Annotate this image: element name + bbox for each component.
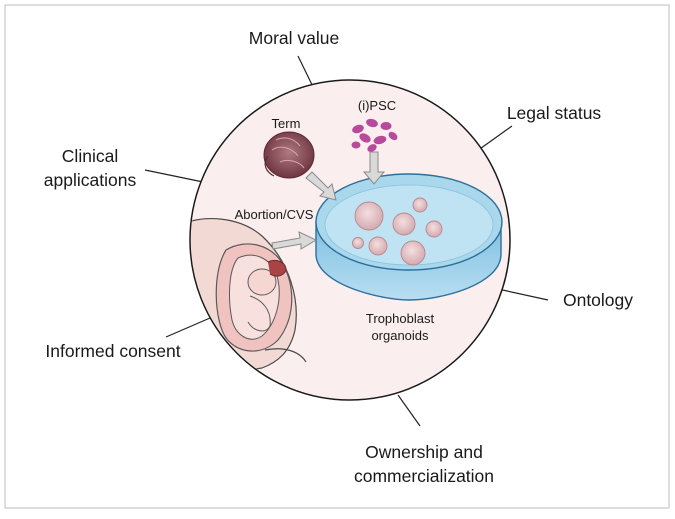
label-ownership-line2: commercialization xyxy=(354,466,494,486)
clinical-applications-connector xyxy=(144,169,209,184)
ipsc-cells xyxy=(351,118,398,152)
ontology-connector xyxy=(497,288,549,301)
organoid xyxy=(352,237,364,249)
label-trophoblast: Trophoblast xyxy=(366,311,435,326)
source-arrows xyxy=(271,151,386,250)
trophoblast-organoids-cluster xyxy=(352,197,443,266)
informed-consent-connector xyxy=(165,317,211,338)
label-organoids: organoids xyxy=(371,328,429,343)
ipsc-arrow xyxy=(362,151,386,185)
term-placenta-image xyxy=(263,131,315,179)
pregnant-woman-illustration xyxy=(191,218,307,381)
term-arrow xyxy=(305,171,337,201)
label-ipsc: (i)PSC xyxy=(358,98,396,113)
organoid xyxy=(354,201,384,231)
label-abortion-cvs: Abortion/CVS xyxy=(235,207,314,222)
organoid xyxy=(412,197,428,213)
petri-dish xyxy=(315,173,503,301)
label-ownership-line1: Ownership and xyxy=(365,442,483,462)
label-moral-value: Moral value xyxy=(249,28,339,48)
label-ontology: Ontology xyxy=(563,290,633,310)
label-informed-consent: Informed consent xyxy=(45,341,180,361)
organoid xyxy=(425,220,443,238)
label-clinical-line1: Clinical xyxy=(62,146,118,166)
organoid xyxy=(368,236,388,256)
organoid xyxy=(392,212,416,236)
abortion-arrow xyxy=(271,231,318,250)
label-term: Term xyxy=(272,116,301,131)
label-clinical-line2: applications xyxy=(44,170,137,190)
ownership-connector xyxy=(397,394,421,427)
organoid xyxy=(400,240,426,266)
outer-border xyxy=(4,4,670,509)
label-legal-status: Legal status xyxy=(507,103,602,123)
